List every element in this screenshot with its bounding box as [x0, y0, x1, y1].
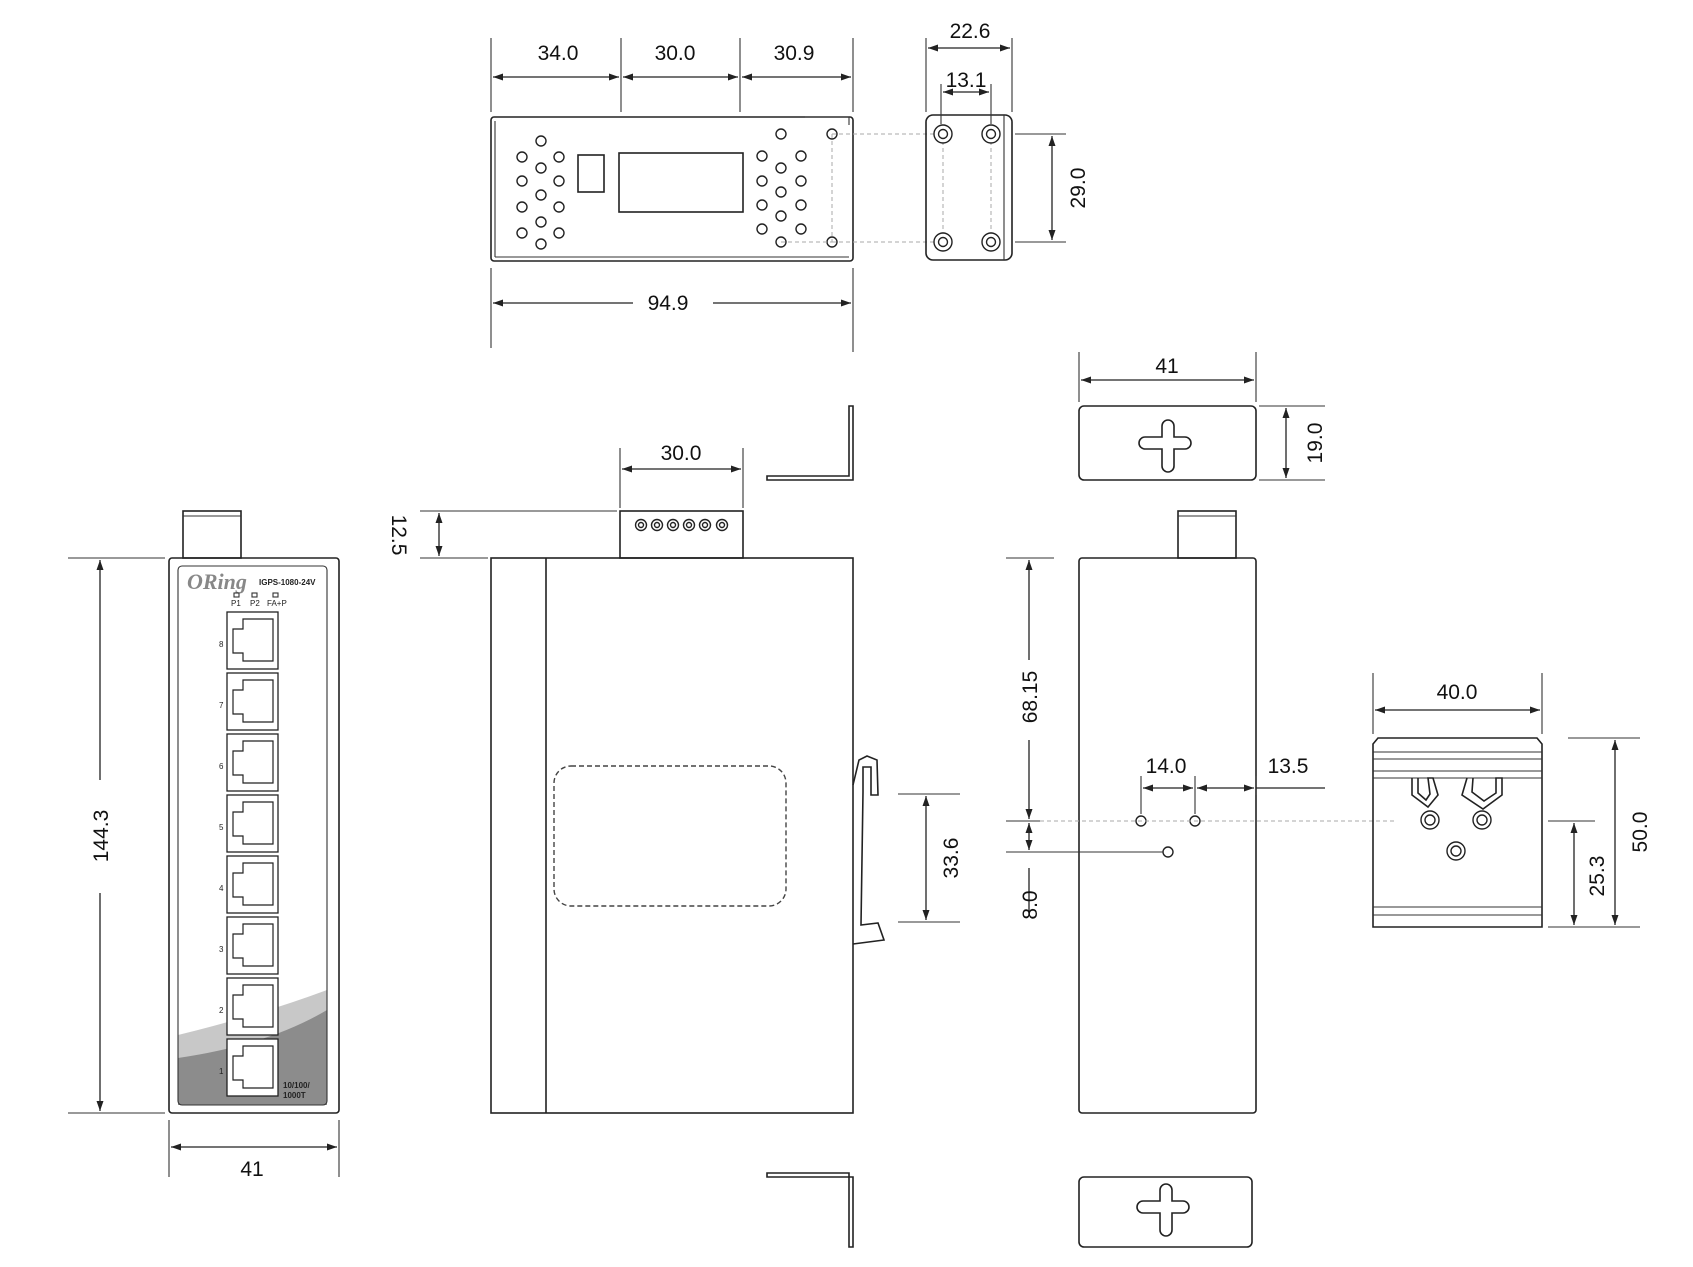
mount-plate-top-keyhole: [1138, 419, 1192, 473]
dim-label-bracket-hole-spacing: 13.1: [946, 69, 987, 92]
dim-label-din-clip-height: 33.6: [940, 838, 963, 879]
side-bracket-top: [766, 405, 854, 481]
led-label-p2: P2: [250, 599, 260, 608]
led-indicators: P1 P2 FA+P: [231, 592, 287, 608]
dim-label-din-clip-hole-height: 25.3: [1586, 856, 1609, 897]
port-number-label: 5: [219, 823, 224, 832]
rj45-port: [226, 611, 279, 670]
front-view: ORing IGPS-1080-24V P1 P2 FA+P 87654321 …: [68, 510, 340, 1181]
terminal-screws: [634, 518, 729, 532]
din-clip-left-spring: [1411, 777, 1439, 809]
din-clip-right-spring: [1461, 777, 1503, 810]
port-number-label: 3: [219, 945, 224, 954]
port-number-label: 4: [219, 884, 224, 893]
side-bracket-bottom: [766, 1172, 854, 1248]
dim-label-terminal-height: 12.5: [387, 515, 410, 556]
rj45-port: [226, 1038, 279, 1097]
mount-plate-bottom-keyhole: [1136, 1183, 1190, 1237]
side-view: 30.0 12.5 33.6: [387, 405, 963, 1248]
led-label-fault: FA+P: [267, 599, 287, 608]
dim-label-mount-plate-width: 41: [1155, 355, 1178, 378]
dim-label-front-height: 144.3: [90, 810, 113, 863]
port-number-label: 7: [219, 701, 224, 710]
rj45-port: [226, 794, 279, 853]
dim-label-mount-plate-height: 19.0: [1304, 423, 1327, 464]
mount-plate-bottom: [1078, 1176, 1253, 1248]
front-housing: [168, 557, 340, 1114]
model-label: IGPS-1080-24V: [259, 578, 316, 587]
din-clip-screw-holes: [1420, 810, 1492, 861]
dim-label-back-hole-from-top: 68.15: [1019, 671, 1042, 724]
top-view: 34.0 30.0 30.9 94.9: [490, 38, 940, 352]
dim-label-back-hole-edge: 13.5: [1268, 755, 1309, 778]
dim-label-front-width: 41: [240, 1158, 263, 1181]
port-number-label: 2: [219, 1006, 224, 1015]
back-housing: [1078, 557, 1257, 1114]
dim-label-terminal-width: 30.0: [661, 442, 702, 465]
rj45-port: [226, 916, 279, 975]
top-label-window: [618, 152, 744, 213]
port-number-label: 6: [219, 762, 224, 771]
dim-label-top-width-a: 34.0: [538, 42, 579, 65]
side-housing: [490, 557, 854, 1114]
rj45-port-stack: 8 7 6 5 4 3 2 1: [219, 611, 279, 1097]
dim-label-top-width-b: 30.0: [655, 42, 696, 65]
dim-label-back-hole-offset: 8.0: [1019, 890, 1042, 919]
side-din-clip: [852, 755, 886, 945]
rj45-port: [226, 977, 279, 1036]
port-caption-line1: 10/100/: [283, 1081, 310, 1090]
dim-label-top-total-width: 94.9: [648, 292, 689, 315]
bracket-side-view: 22.6 13.1 29.0: [925, 20, 1090, 261]
led-label-p1: P1: [231, 599, 241, 608]
top-small-window: [577, 154, 605, 193]
top-vent-holes-left: [516, 135, 565, 250]
port-number-label: 1: [219, 1067, 224, 1076]
back-mount-holes: [1135, 815, 1201, 858]
dim-label-bracket-hole-height: 29.0: [1067, 168, 1090, 209]
side-terminal-block: [619, 510, 744, 559]
side-label-area: [553, 765, 787, 907]
brand-logo: ORing: [187, 569, 247, 594]
rj45-port: [226, 672, 279, 731]
bracket-plate: [925, 114, 1013, 261]
front-power-connector: [182, 510, 242, 559]
bracket-screw-holes: [933, 124, 1001, 252]
back-view: 41 19.0 68.15 8.0 14.0 13.5: [1006, 352, 1395, 1248]
dim-label-back-hole-spacing: 14.0: [1146, 755, 1187, 778]
top-view-body: [490, 116, 854, 262]
din-clip-view: 40.0 50.0 25.3: [1372, 673, 1652, 928]
dim-label-top-width-c: 30.9: [774, 42, 815, 65]
rj45-port: [226, 855, 279, 914]
rj45-port: [226, 733, 279, 792]
dim-label-din-clip-total-height: 50.0: [1629, 812, 1652, 853]
back-power-connector: [1177, 510, 1237, 559]
din-clip-body: [1372, 737, 1543, 928]
port-number-label: 8: [219, 640, 224, 649]
top-vent-holes-right: [756, 128, 838, 248]
dim-label-din-clip-width: 40.0: [1437, 681, 1478, 704]
mount-plate-top: [1078, 405, 1257, 481]
port-caption-line2: 1000T: [283, 1091, 306, 1100]
dim-label-bracket-width: 22.6: [950, 20, 991, 43]
